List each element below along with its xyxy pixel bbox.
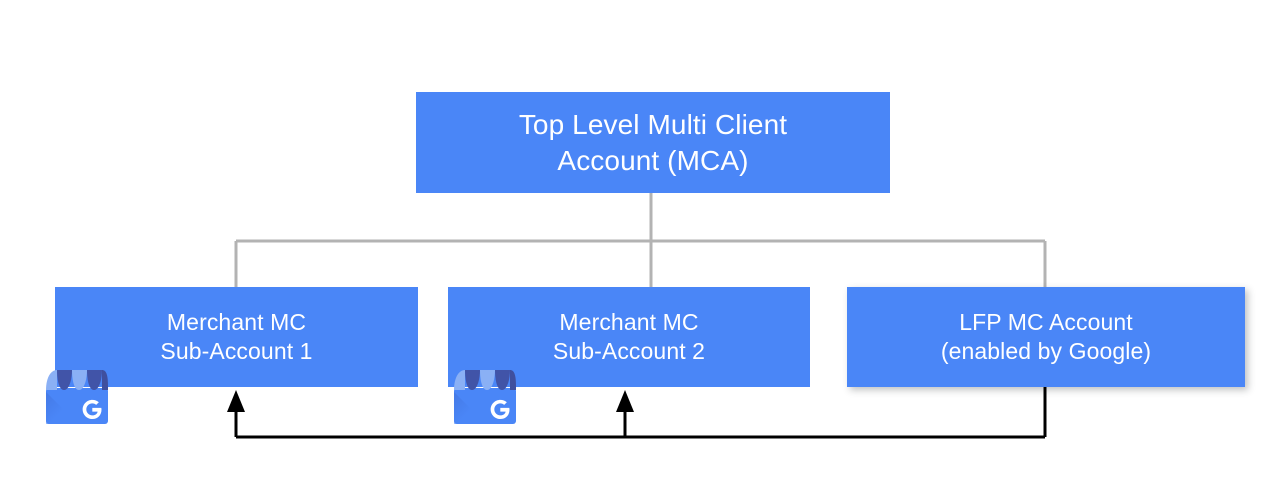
google-g-glyph	[490, 399, 510, 420]
feed-arrowhead-sub1	[227, 390, 245, 412]
node-merchant-mc-sub-account-1-label: Merchant MC Sub-Account 1	[160, 309, 313, 364]
node-lfp-mc-account[interactable]: LFP MC Account (enabled by Google)	[847, 287, 1245, 387]
node-top-level-mca-label: Top Level Multi Client Account (MCA)	[518, 109, 788, 176]
node-top-level-mca[interactable]: Top Level Multi Client Account (MCA)	[416, 92, 890, 193]
feed-arrowhead-sub2	[616, 390, 634, 412]
node-lfp-mc-account-label: LFP MC Account (enabled by Google)	[940, 309, 1152, 364]
node-merchant-mc-sub-account-1[interactable]: Merchant MC Sub-Account 1	[55, 287, 418, 387]
node-merchant-mc-sub-account-2[interactable]: Merchant MC Sub-Account 2	[448, 287, 810, 387]
node-merchant-mc-sub-account-2-label: Merchant MC Sub-Account 2	[552, 309, 706, 364]
google-business-profile-icon	[46, 370, 108, 424]
google-business-profile-icon	[454, 370, 516, 424]
google-g-glyph	[82, 399, 102, 420]
